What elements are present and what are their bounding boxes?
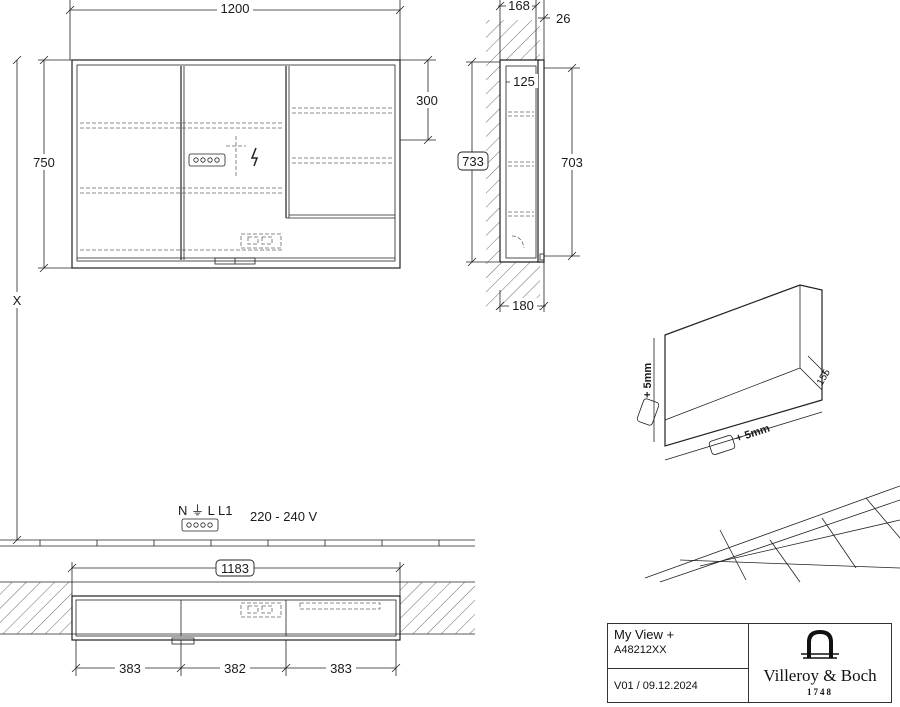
electrical-connection: N ⏚ L L1 220 - 240 V	[178, 503, 318, 532]
product-name: My View +	[614, 627, 675, 642]
floor-tiles	[644, 485, 900, 583]
segment-1-dim: 383	[119, 661, 141, 676]
title-block: My View + A48212XX V01 / 09.12.2024 Vill…	[607, 623, 892, 703]
brand-logo-icon	[801, 629, 839, 659]
niche-width-tolerance: + 5mm	[734, 423, 771, 445]
side-cutout-depth-dim: 180	[512, 298, 534, 313]
electrical-warning-icon	[250, 147, 259, 167]
side-wall-height-dim: 733	[462, 154, 484, 169]
side-recess-dim: 26	[556, 11, 570, 26]
side-inner-dim: 125	[513, 74, 535, 89]
title-block-product: My View + A48212XX V01 / 09.12.2024	[608, 624, 749, 702]
floor-line	[0, 539, 475, 547]
mount-height-dim: X	[13, 293, 22, 308]
niche-depth-dim: 155	[815, 367, 833, 387]
front-height-dim: 750	[33, 155, 55, 170]
title-block-brand: Villeroy & Boch 1748	[749, 624, 891, 702]
drawing-version: V01 / 09.12.2024	[614, 680, 698, 692]
side-view: 168 26 125 733 703 180	[457, 0, 588, 313]
segment-2-dim: 382	[224, 661, 246, 676]
top-inner-width-dim: 1183	[221, 561, 249, 576]
terminal-label: N ⏚ L L1	[178, 503, 232, 518]
product-code: A48212XX	[614, 644, 667, 656]
niche-height-tolerance: + 5mm	[642, 363, 654, 398]
front-view: 1200 750 X	[10, 0, 444, 545]
brand-year: 1748	[807, 687, 833, 697]
segment-3-dim: 383	[330, 661, 352, 676]
side-inner-height-dim: 703	[561, 155, 583, 170]
voltage-label: 220 - 240 V	[250, 509, 318, 524]
niche-view: + 5mm + 5mm 155	[636, 284, 833, 461]
title-block-divider	[608, 668, 748, 669]
brand-name: Villeroy & Boch	[763, 666, 877, 685]
side-depth-dim: 168	[508, 0, 530, 13]
top-view: 1183 383 382 383	[0, 559, 475, 676]
front-width-dim: 1200	[221, 1, 250, 16]
shelf-height-dim: 300	[416, 93, 438, 108]
